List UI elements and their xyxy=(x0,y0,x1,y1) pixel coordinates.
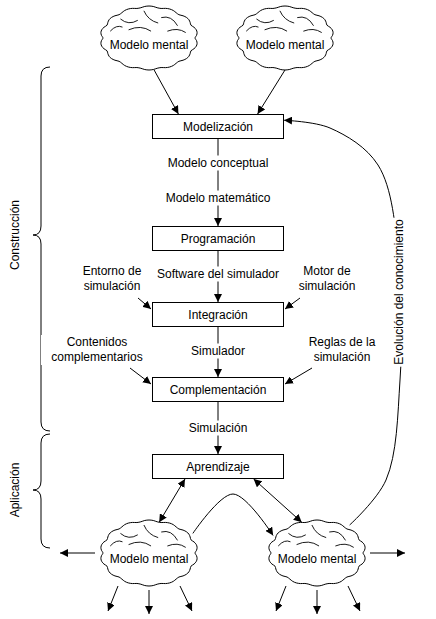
brain-fold xyxy=(144,525,158,538)
flow-arrow xyxy=(254,479,302,522)
annotation-box: Reglas de la simulación xyxy=(296,335,388,365)
brain-fold xyxy=(280,11,294,23)
output-arrow xyxy=(276,586,286,611)
mental-model-brain: Modelo mental xyxy=(234,4,336,72)
brain-fold xyxy=(278,541,290,546)
application-bracket xyxy=(33,434,50,548)
annotation-box: Contenidos complementarios xyxy=(41,335,153,365)
node-text: Modelización xyxy=(183,120,253,134)
flow-arrow xyxy=(193,494,273,536)
annotation-box: Entorno de simulación xyxy=(71,264,153,294)
edge-label: Evolución del conocimiento xyxy=(392,219,406,364)
flow-arrow xyxy=(218,139,219,226)
flow-arrow xyxy=(258,70,285,114)
node-text: Modelo mental xyxy=(278,552,357,566)
edge-label: Simulación xyxy=(189,421,248,435)
annotation-label: Contenidos complementarios xyxy=(51,335,142,364)
edge-label: Simulador xyxy=(191,344,245,358)
input-arrow xyxy=(130,368,151,384)
process-box: Integración xyxy=(152,302,284,327)
brain-fold xyxy=(120,19,137,23)
input-arrow xyxy=(285,368,312,384)
flow-arrow xyxy=(154,70,178,114)
input-arrow xyxy=(138,298,151,309)
output-arrow xyxy=(149,590,150,614)
brain-fold xyxy=(161,531,177,540)
output-arrow xyxy=(108,586,118,611)
node-text: Integración xyxy=(188,308,247,322)
annotation-box: Modelo matemático xyxy=(164,191,273,206)
annotation-label: Entorno de simulación xyxy=(83,264,142,293)
output-arrow xyxy=(370,553,405,554)
node-text: Modelo mental xyxy=(110,552,189,566)
brain-fold xyxy=(265,27,287,31)
brain-fold xyxy=(144,11,158,23)
brain-fold xyxy=(288,533,305,537)
annotation-label: Modelo matemático xyxy=(166,191,271,205)
brain-fold xyxy=(303,29,321,32)
brain-fold xyxy=(129,27,151,31)
brain-fold xyxy=(297,17,313,26)
edge-label-box: Simulador xyxy=(189,344,247,359)
annotation-box: Construcción xyxy=(8,198,23,272)
brain-fold xyxy=(167,544,185,547)
brain-fold xyxy=(335,544,353,547)
brain-contour xyxy=(101,6,197,70)
process-box: Programación xyxy=(152,226,284,251)
brain-fold xyxy=(167,29,185,32)
edge-label: Software del simulador xyxy=(157,267,279,281)
process-box: Complementación xyxy=(152,377,284,402)
output-arrow xyxy=(348,586,360,611)
annotation-box: Motor de simulación xyxy=(286,264,368,294)
annotation-label: Motor de simulación xyxy=(299,264,356,293)
brain-fold xyxy=(161,17,177,26)
mental-model-brain: Modelo mental xyxy=(98,4,200,72)
brain-fold xyxy=(297,542,319,546)
brain-fold xyxy=(246,26,258,31)
edge-label-box: Evolución del conocimiento xyxy=(392,217,407,366)
flow-arrow xyxy=(284,120,402,525)
process-box: Modelización xyxy=(152,114,284,139)
output-arrow xyxy=(60,553,95,554)
brain-contour xyxy=(269,520,365,586)
input-arrow xyxy=(285,298,300,309)
brain-fold xyxy=(129,542,151,546)
edge-label-box: Software del simulador xyxy=(155,267,281,282)
annotation-label: Reglas de la simulación xyxy=(309,335,376,364)
annotation-label: Construcción xyxy=(8,200,22,270)
node-text: Modelo mental xyxy=(246,38,325,52)
node-text: Modelo mental xyxy=(110,38,189,52)
node-text: Programación xyxy=(181,232,256,246)
output-arrow xyxy=(180,586,192,611)
brain-fold xyxy=(110,541,122,546)
mental-model-brain: Modelo mental xyxy=(266,518,368,588)
node-text: Complementación xyxy=(170,383,267,397)
mental-model-brain: Modelo mental xyxy=(98,518,200,588)
brain-contour xyxy=(101,520,197,586)
edge-label-box: Simulación xyxy=(187,421,250,436)
edge-label: Modelo conceptual xyxy=(168,156,269,170)
process-box: Aprendizaje xyxy=(152,454,284,479)
output-arrow xyxy=(317,590,318,614)
construction-bracket xyxy=(33,67,50,431)
brain-fold xyxy=(329,531,345,540)
brain-fold xyxy=(256,19,273,23)
brain-fold xyxy=(110,26,122,31)
edge-label-box: Modelo conceptual xyxy=(166,156,271,171)
annotation-box: Aplicación xyxy=(8,461,23,520)
brain-fold xyxy=(312,525,326,538)
brain-contour xyxy=(237,6,333,70)
flow-arrow xyxy=(159,479,185,522)
node-text: Aprendizaje xyxy=(186,460,249,474)
brain-fold xyxy=(120,533,137,537)
annotation-label: Aplicación xyxy=(8,463,22,518)
